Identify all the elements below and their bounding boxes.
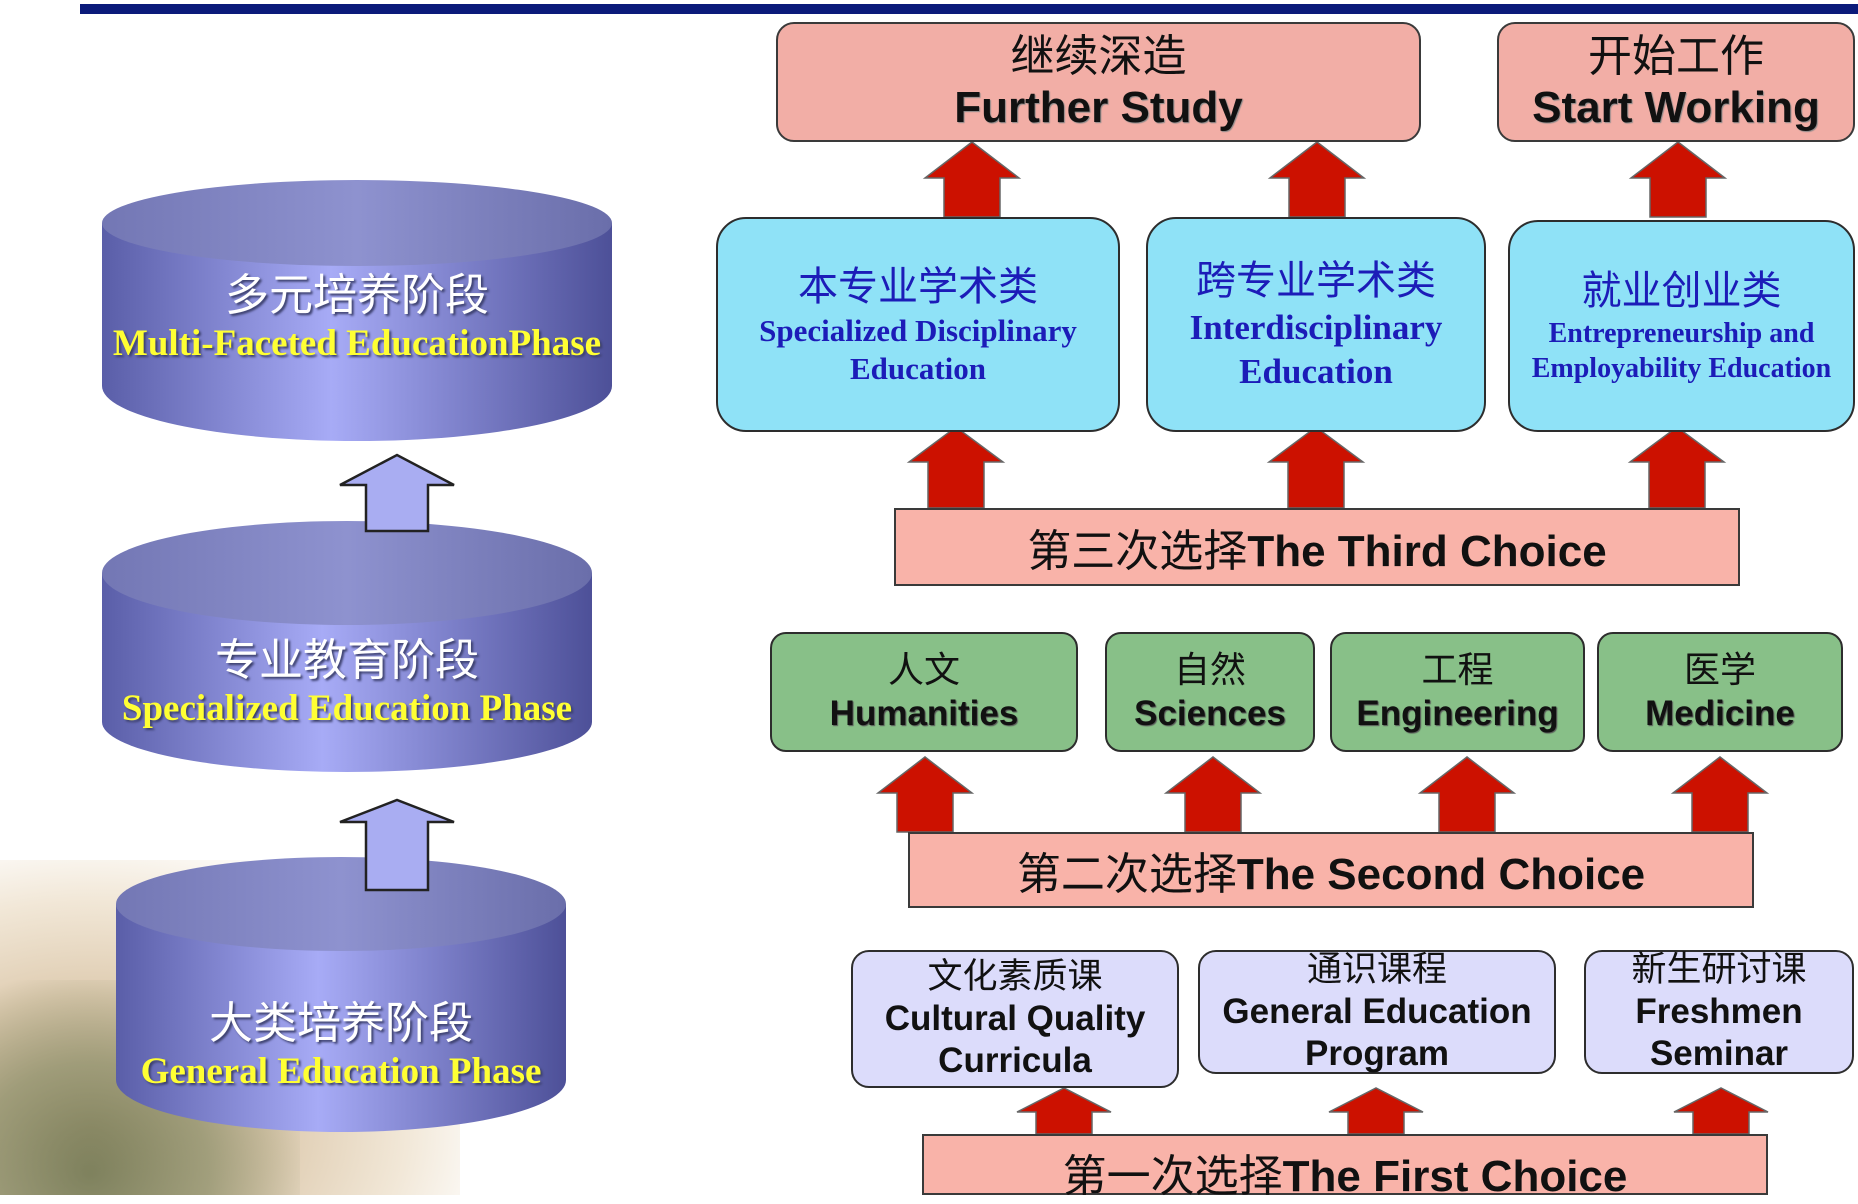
title-rule [80, 4, 1858, 14]
goal-start-working: 开始工作 Start Working [1497, 22, 1855, 142]
choice-en: The Third Choice [1247, 527, 1607, 576]
phase-cn: 多元培养阶段 [225, 270, 489, 321]
course-general-education: 通识课程 General Education Program [1198, 950, 1556, 1074]
track-specialized-disciplinary: 本专业学术类 Specialized Disciplinary Educatio… [716, 217, 1120, 432]
field-en: Engineering [1356, 694, 1559, 733]
course-cn: 文化素质课 [927, 957, 1103, 997]
goal-cn: 开始工作 [1588, 31, 1764, 82]
red-up-arrow [906, 426, 1006, 509]
phase-label-multi-faceted: 多元培养阶段 Multi-Faceted EducationPhase [102, 270, 612, 366]
red-up-arrow [1627, 426, 1727, 509]
field-cn: 医学 [1683, 650, 1756, 691]
field-sciences: 自然 Sciences [1105, 632, 1315, 752]
track-cn: 跨专业学术类 [1196, 257, 1436, 304]
phase-up-arrow-1 [339, 453, 455, 533]
phase-up-arrow-2 [339, 798, 455, 892]
red-up-arrow [1670, 756, 1770, 833]
phase-en: Multi-Faceted EducationPhase [112, 323, 602, 364]
field-en: Medicine [1645, 694, 1795, 733]
second-choice-bar: 第二次选择The Second Choice [908, 832, 1754, 908]
phase-en: Specialized Education Phase [121, 688, 573, 729]
choice-en: The Second Choice [1236, 850, 1646, 899]
field-en: Humanities [829, 694, 1019, 733]
track-entrepreneurship: 就业创业类 Entrepreneurship and Employability… [1508, 220, 1855, 432]
track-interdisciplinary: 跨专业学术类 Interdisciplinary Education [1146, 217, 1486, 432]
course-cn: 新生研讨课 [1631, 950, 1807, 990]
phase-cn: 大类培养阶段 [209, 998, 473, 1049]
choice-cn: 第三次选择 [1027, 526, 1248, 577]
goal-en: Start Working [1532, 83, 1820, 132]
phase-label-specialized: 专业教育阶段 Specialized Education Phase [102, 635, 592, 731]
third-choice-bar: 第三次选择The Third Choice [894, 508, 1740, 586]
goal-further-study: 继续深造 Further Study [776, 22, 1421, 142]
red-up-arrow [1267, 141, 1367, 218]
first-choice-bar: 第一次选择The First Choice [922, 1134, 1768, 1202]
course-en-line1: Freshmen [1635, 992, 1803, 1031]
red-up-arrow [1673, 1087, 1769, 1135]
course-cultural-quality: 文化素质课 Cultural Quality Curricula [851, 950, 1179, 1088]
red-up-arrow [1163, 756, 1263, 833]
course-en-line1: General Education [1222, 992, 1532, 1031]
red-up-arrow [1266, 426, 1366, 509]
goal-en: Further Study [954, 83, 1243, 132]
course-freshmen-seminar: 新生研讨课 Freshmen Seminar [1584, 950, 1854, 1074]
field-en: Sciences [1134, 694, 1286, 733]
track-en-line2: Employability Education [1531, 353, 1832, 384]
red-up-arrow [1417, 756, 1517, 833]
course-en-line2: Curricula [938, 1041, 1092, 1080]
field-cn: 自然 [1173, 650, 1246, 691]
track-en-line1: Entrepreneurship and [1548, 318, 1815, 349]
field-humanities: 人文 Humanities [770, 632, 1078, 752]
track-cn: 就业创业类 [1581, 268, 1782, 314]
track-en-line1: Interdisciplinary [1189, 307, 1443, 347]
goal-cn: 继续深造 [1010, 31, 1187, 82]
field-cn: 工程 [1421, 650, 1494, 691]
track-cn: 本专业学术类 [798, 263, 1038, 310]
track-en-line2: Education [849, 350, 987, 386]
choice-label: 第二次选择The Second Choice [1017, 838, 1645, 902]
choice-en: The First Choice [1282, 1152, 1628, 1201]
red-up-arrow [922, 141, 1022, 218]
field-cn: 人文 [887, 650, 960, 691]
field-medicine: 医学 Medicine [1597, 632, 1843, 752]
course-en-line2: Program [1305, 1034, 1449, 1073]
track-en-line2: Education [1239, 351, 1393, 391]
choice-cn: 第一次选择 [1062, 1151, 1283, 1202]
course-en-line1: Cultural Quality [884, 999, 1146, 1038]
cylinder-specialized [102, 521, 592, 772]
phase-cn: 专业教育阶段 [215, 635, 479, 686]
red-up-arrow [1328, 1087, 1424, 1135]
phase-en: General Education Phase [140, 1051, 542, 1092]
red-up-arrow [875, 756, 975, 833]
field-engineering: 工程 Engineering [1330, 632, 1585, 752]
choice-label: 第三次选择The Third Choice [1027, 515, 1606, 579]
course-cn: 通识课程 [1306, 950, 1447, 990]
choice-label: 第一次选择The First Choice [1063, 1140, 1628, 1204]
course-en-line2: Seminar [1649, 1034, 1789, 1073]
choice-cn: 第二次选择 [1016, 849, 1237, 900]
red-up-arrow [1016, 1087, 1112, 1135]
track-en-line1: Specialized Disciplinary [759, 312, 1077, 348]
phase-label-general: 大类培养阶段 General Education Phase [116, 998, 566, 1094]
cylinder-multi-faceted [102, 180, 612, 441]
red-up-arrow [1628, 141, 1728, 218]
cylinder-general [116, 857, 566, 1132]
